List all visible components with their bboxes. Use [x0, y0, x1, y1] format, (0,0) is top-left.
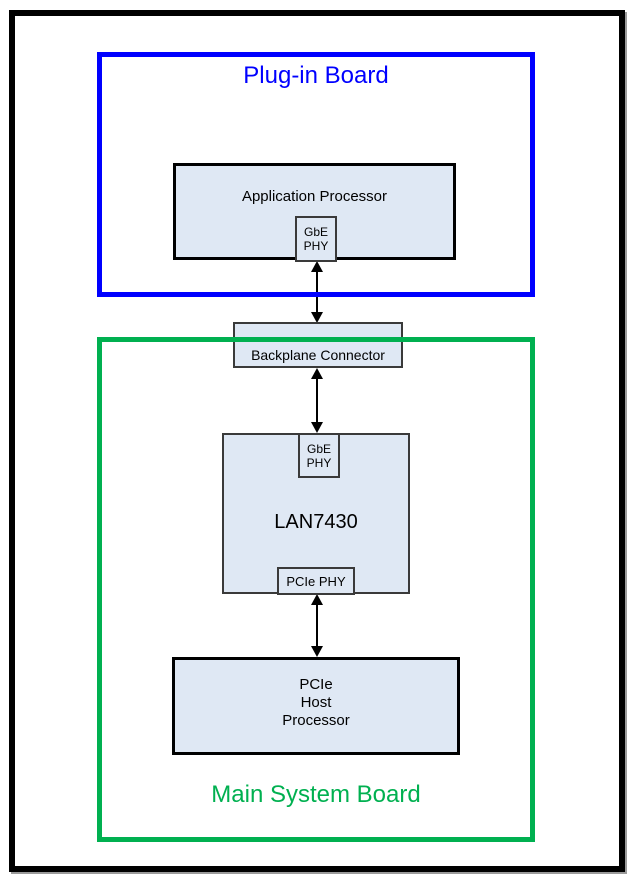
backplane-connector-label: Backplane Connector: [251, 347, 385, 363]
arrowhead-up-icon: [311, 261, 323, 272]
arrow-app-gbe-to-backplane: [310, 261, 324, 323]
backplane-connector-box: Backplane Connector: [233, 322, 403, 368]
arrow-shaft: [316, 605, 318, 646]
lan-pcie-phy-box: PCIe PHY: [277, 567, 355, 595]
main-system-board-label: Main System Board: [211, 781, 421, 808]
arrowhead-down-icon: [311, 312, 323, 323]
arrow-shaft: [316, 272, 318, 312]
arrow-lan-pcie-to-host: [310, 594, 324, 657]
pcie-host-label-line3: Processor: [282, 712, 350, 729]
arrowhead-down-icon: [311, 646, 323, 657]
app-gbe-phy-label-line2: PHY: [303, 239, 329, 253]
pcie-host-label-line1: PCIe: [299, 676, 333, 693]
app-gbe-phy-box: GbE PHY: [295, 216, 337, 262]
lan-gbe-phy-label-line1: GbE: [306, 441, 331, 456]
plug-in-board-label: Plug-in Board: [243, 62, 389, 89]
arrow-shaft: [316, 379, 318, 422]
arrow-backplane-to-lan-gbe: [310, 368, 324, 433]
arrowhead-down-icon: [311, 422, 323, 433]
pcie-host-label-line2: Host: [300, 694, 332, 711]
lan-gbe-phy-label-line2: PHY: [306, 455, 332, 470]
lan-gbe-phy-box: GbE PHY: [298, 433, 340, 478]
lan-pcie-phy-label: PCIe PHY: [286, 573, 346, 589]
app-gbe-phy-label-line1: GbE: [303, 225, 328, 239]
arrowhead-up-icon: [311, 594, 323, 605]
pcie-host-processor-box: PCIe Host Processor: [172, 657, 460, 755]
arrowhead-up-icon: [311, 368, 323, 379]
application-processor-label: Application Processor: [241, 188, 388, 205]
lan7430-label: LAN7430: [274, 511, 358, 533]
